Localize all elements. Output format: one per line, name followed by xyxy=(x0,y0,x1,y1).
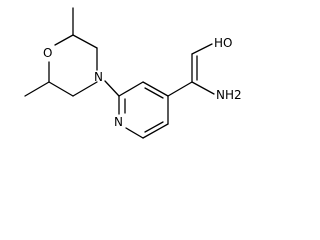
amine-label: NH2 xyxy=(216,88,242,102)
bond-c1-c2 xyxy=(72,34,98,49)
bond-p5-p4 xyxy=(142,123,169,139)
bond-p4-n xyxy=(125,127,144,139)
bond-p2-p1 xyxy=(118,81,144,97)
amidoxime-group xyxy=(167,43,215,97)
chemical-structure-diagram: O N N HO NH2 xyxy=(24,7,242,139)
bond-n-oh xyxy=(191,43,213,55)
bond-n4-c5 xyxy=(72,81,98,97)
oxygen-label: O xyxy=(43,46,52,60)
bond-c5-c6 xyxy=(48,81,74,97)
bond-p5-p4-inner xyxy=(144,121,164,133)
bond-p1-p6 xyxy=(142,81,169,97)
bond-ring-amidine-carbon xyxy=(167,81,193,97)
bond-n-pyridine xyxy=(104,80,120,97)
bond-c-nh2 xyxy=(191,81,215,95)
pyridine-ring xyxy=(118,81,169,139)
morpholine-ring xyxy=(24,7,98,97)
bond-o-c1 xyxy=(54,34,74,46)
pyridine-nitrogen-label: N xyxy=(114,115,123,129)
bond-methyl-bottom xyxy=(24,81,50,97)
morpholine-nitrogen-label: N xyxy=(94,70,103,84)
bond-p1-p6-inner xyxy=(144,87,164,99)
hydroxyl-label: HO xyxy=(214,36,232,50)
